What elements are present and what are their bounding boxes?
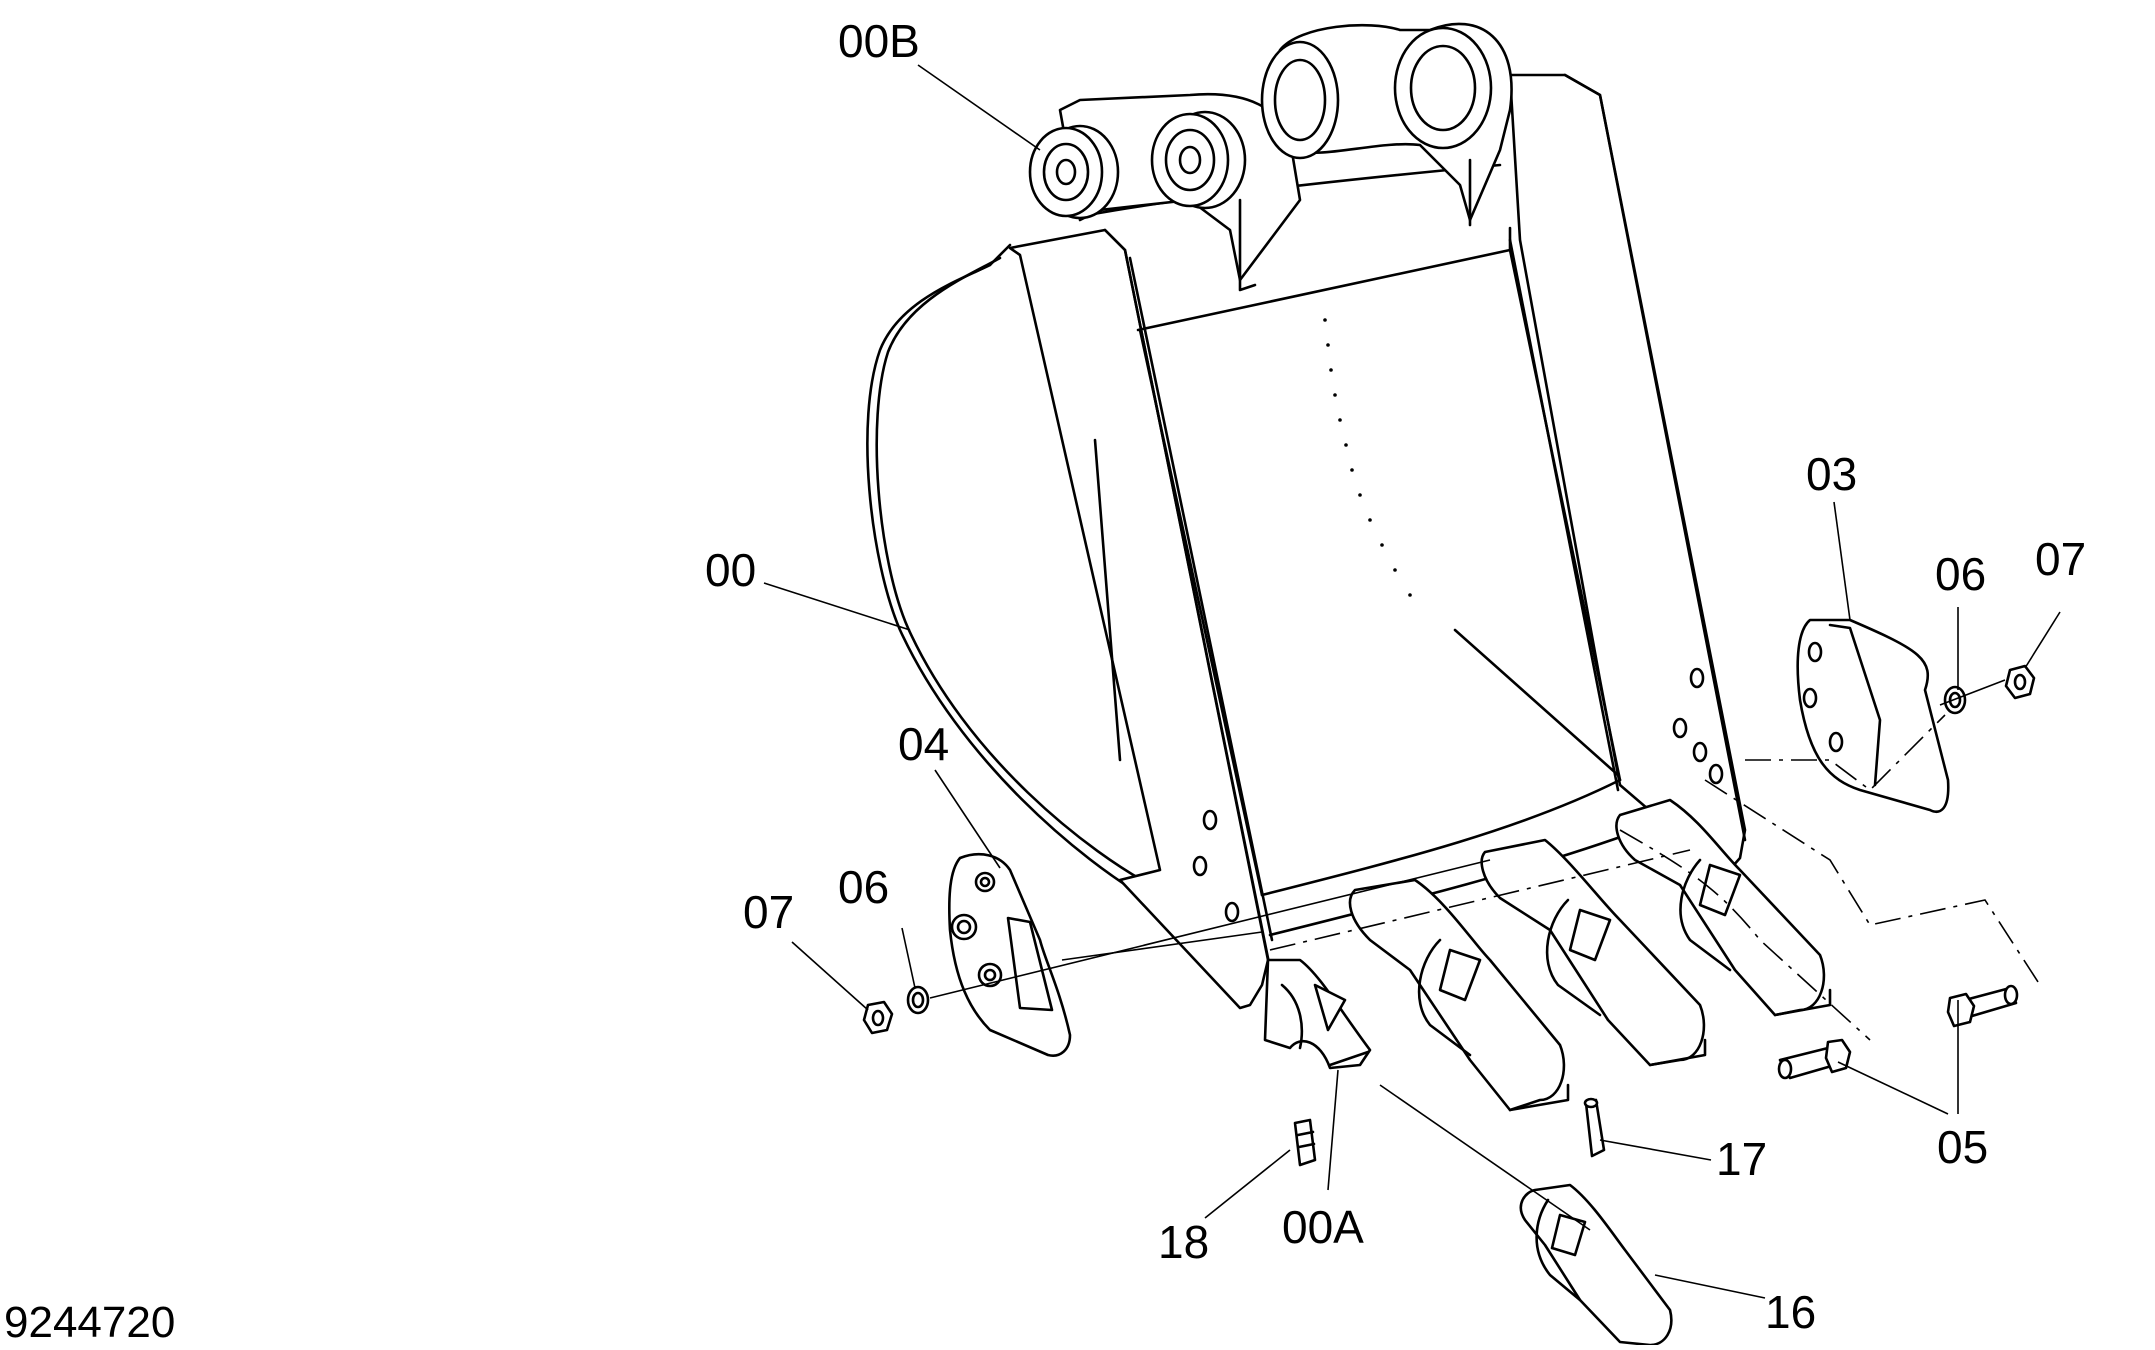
pin-boss-assembly [1028,22,1513,292]
callout-05: 05 [1937,1121,1988,1173]
nut-right [2004,664,2036,700]
weld-dots [1323,318,1412,597]
tooth-point [1519,1183,1673,1347]
callout-00A: 00A [1282,1201,1364,1253]
callout-00: 00 [705,544,756,596]
tooth-2 [1348,878,1570,1112]
leader-lines [763,64,2061,1299]
callout-07-left: 07 [743,886,794,938]
callout-labels: 00B 00 04 03 06 07 07 06 05 17 16 18 00A… [4,15,2086,1347]
callout-17: 17 [1716,1133,1767,1185]
callout-00B: 00B [838,15,920,67]
lock-pin [1583,1097,1606,1158]
callout-07-right: 07 [2035,533,2086,585]
assembly-lines [929,679,2041,1231]
rubber-lock [1293,1118,1317,1167]
nut-left [862,1000,894,1035]
tooth-3 [1480,838,1707,1067]
tooth-4 [1615,798,1832,1017]
drawing-number: 9244720 [4,1298,175,1345]
callout-18: 18 [1158,1216,1209,1268]
callout-06-right: 06 [1935,548,1986,600]
bolt-lower [1777,1038,1852,1080]
callout-16: 16 [1765,1286,1816,1338]
callout-04: 04 [898,718,949,770]
side-cutter-right [1796,618,1950,813]
washer-left [906,985,930,1015]
side-cutter-left [948,853,1072,1057]
callout-06-left: 06 [838,861,889,913]
bolt-upper [1946,984,2019,1028]
callout-03: 03 [1806,448,1857,500]
tooth-adapter-left [1263,958,1372,1070]
